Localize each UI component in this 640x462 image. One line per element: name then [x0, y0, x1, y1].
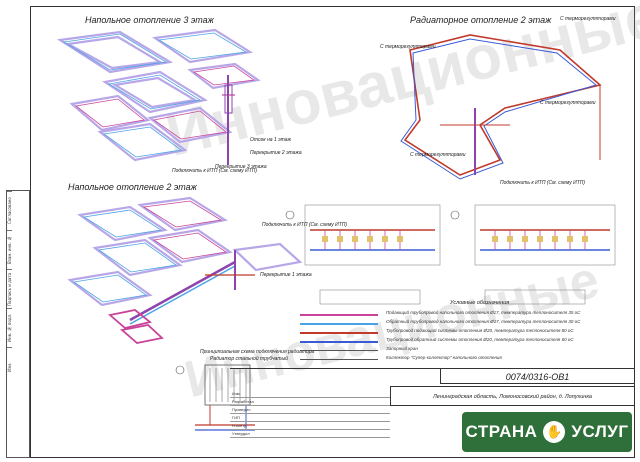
legend-swatch	[300, 332, 378, 334]
title-block-row: Н.контр.	[230, 422, 390, 430]
legend-row: Трубопровод обратный системы отопления Ø…	[300, 337, 630, 345]
legend-row: Обратный трубопровод напольного отоплени…	[300, 319, 630, 327]
document-code: 0074/0316-ОВ1	[440, 368, 635, 384]
brand-text-left: СТРАНА	[465, 422, 538, 441]
riser-label: Отсек на 1 этаж	[250, 137, 291, 143]
legend-swatch	[300, 314, 378, 316]
riser-label: Перекрытие 3 этажа	[215, 164, 267, 170]
left-stamp-strip: Согласовано Взам. инв. № Подпись и дата …	[6, 190, 30, 458]
legend-text: Запорный кран	[386, 346, 418, 351]
legend-row: Подающий трубопровод напольного отоплени…	[300, 310, 630, 318]
riser-label: Перекрытие 1 этажа	[260, 272, 312, 278]
collector-diagram-right	[474, 204, 616, 305]
title-block-row: Проверил	[230, 406, 390, 414]
radiator-note2: Радиатор стальной трубчатый	[210, 356, 288, 362]
thermohead-label: С терморегуляторами	[540, 100, 596, 106]
legend-swatch	[300, 341, 378, 343]
thermohead-label: С терморегуляторами	[560, 16, 616, 22]
title-block-row: Утвердил	[230, 430, 390, 438]
radiator-connection-diagram	[175, 210, 460, 431]
legend-swatch	[300, 323, 378, 325]
brand-banner[interactable]: СТРАНА ✋ УСЛУГ	[462, 412, 632, 452]
legend-text: Трубопровод подающий системы отопления Ø…	[386, 328, 574, 333]
riser-label: Перекрытие 2 этажа	[250, 150, 302, 156]
floor3-loops	[56, 28, 261, 165]
legend-swatch	[300, 359, 378, 360]
itp-label: Подключить к ИТП (См. схему ИТП)	[262, 222, 348, 228]
floor3-title: Напольное отопление 3 этаж	[85, 15, 214, 25]
legend-row: Коллектор "Супер-коллектор" напольного о…	[300, 355, 630, 363]
floor2-title: Напольное отопление 2 этаж	[68, 182, 197, 192]
floor2-loops	[67, 196, 303, 344]
radiator-loop	[400, 34, 602, 180]
title-block	[230, 368, 635, 459]
itp-label: Подключить к ИТП (См. схему ИТП)	[172, 168, 258, 174]
title-block-row: Разработал	[230, 398, 390, 406]
thermohead-label: С терморегуляторами	[380, 44, 436, 50]
itp-label: Подключить к ИТП (См. схему ИТП)	[500, 180, 586, 186]
radiator-title: Радиаторное отопление 2 этаж	[410, 15, 552, 25]
title-block-row: Изм.	[230, 390, 390, 398]
legend-text: Трубопровод обратный системы отопления Ø…	[386, 337, 574, 342]
thermohead-label: С терморегуляторами	[410, 152, 466, 158]
legend-row: Трубопровод подающий системы отопления Ø…	[300, 328, 630, 336]
legend-text: Коллектор "Супер-коллектор" напольного о…	[386, 355, 502, 360]
legend-text: Подающий трубопровод напольного отоплени…	[386, 310, 581, 315]
radiator-note: Принципиальная схема подключения радиато…	[200, 349, 315, 355]
collector-diagram-left	[304, 204, 441, 305]
title-block-rows: Изм. Разработал Проверил ГИП Н.контр. Ут…	[230, 390, 390, 458]
handshake-icon: ✋	[543, 421, 566, 443]
drawing-frame	[30, 6, 635, 458]
legend-text: Обратный трубопровод напольного отоплени…	[386, 319, 581, 324]
project-address: Ленинградская область, Ломоносовский рай…	[390, 386, 635, 406]
legend-title: Условные обозначения	[450, 300, 510, 306]
brand-text-right: УСЛУГ	[571, 422, 629, 441]
legend-row: Запорный кран	[300, 346, 630, 354]
legend-swatch	[300, 350, 378, 351]
title-block-row: ГИП	[230, 414, 390, 422]
